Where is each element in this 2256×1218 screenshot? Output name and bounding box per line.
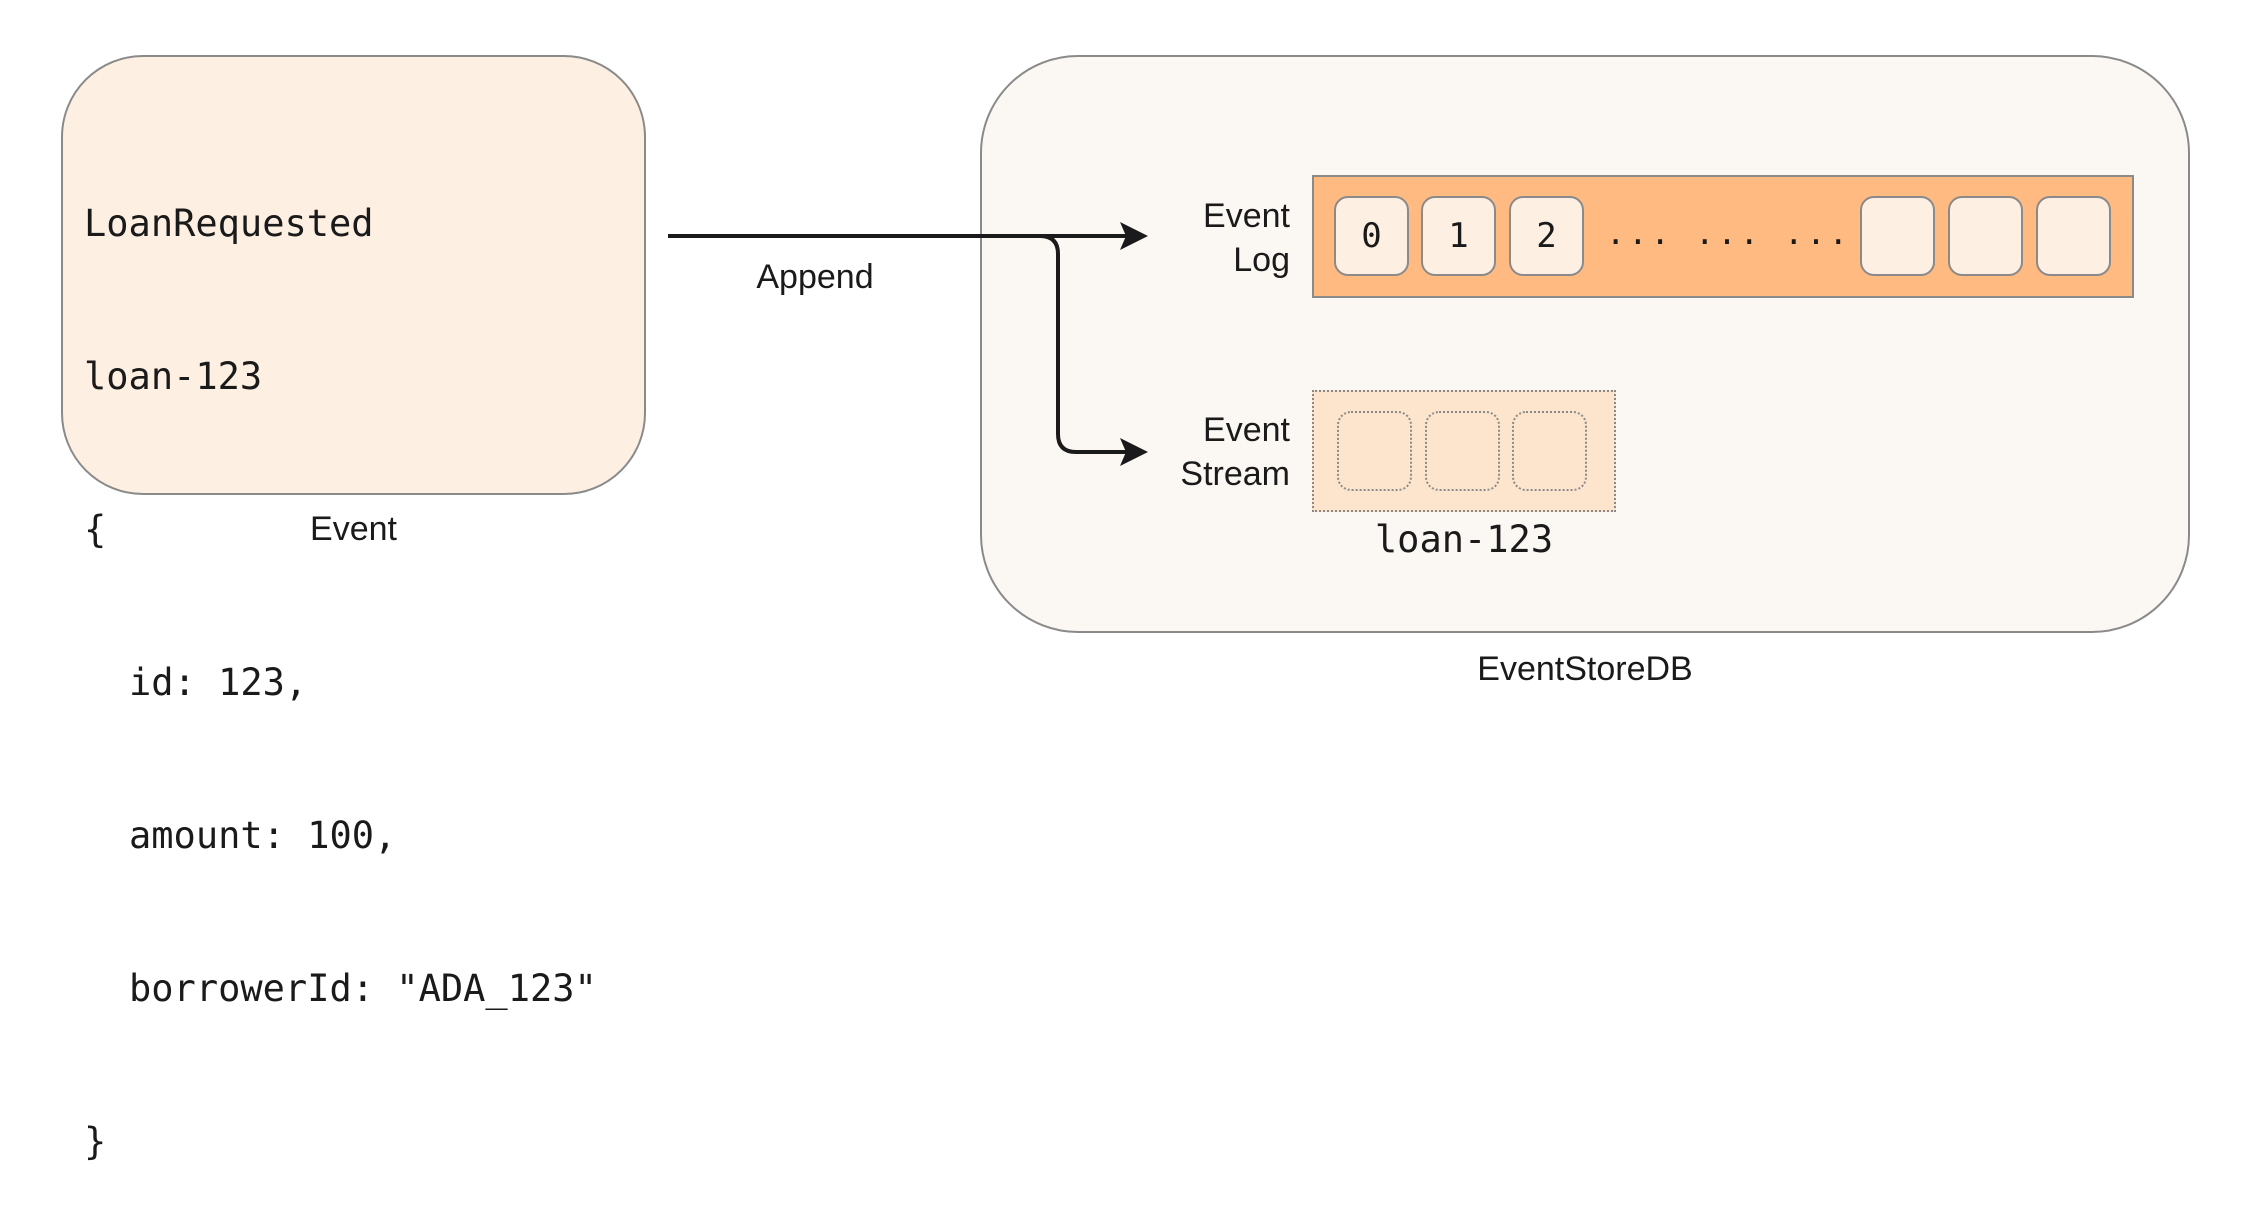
append-label: Append — [756, 258, 874, 296]
event-log-label-line2: Log — [1233, 241, 1290, 279]
event-field-amount: amount: 100, — [129, 814, 397, 857]
event-field-id: id: 123, — [129, 661, 308, 704]
event-open-brace: { — [84, 508, 107, 551]
log-cell: 2 — [1509, 196, 1584, 276]
event-stream-label-line2: Stream — [1180, 455, 1290, 493]
event-card — [61, 55, 646, 495]
eventstore-container — [980, 55, 2190, 633]
eventstore-caption: EventStoreDB — [1477, 650, 1693, 688]
log-cell: 0 — [1334, 196, 1409, 276]
log-ellipsis: ... ... ... — [1606, 214, 1851, 252]
event-stream-name: loan-123 — [1374, 518, 1554, 561]
arrowhead-log-icon — [1120, 222, 1148, 250]
arrowhead-stream-icon — [1120, 438, 1148, 466]
stream-cell — [1337, 411, 1412, 491]
log-cell — [1948, 196, 2023, 276]
append-arrow-to-stream — [1039, 234, 1140, 454]
event-field-borrower: borrowerId: "ADA_123" — [129, 967, 597, 1010]
event-stream-label-line1: Event — [1203, 411, 1290, 449]
log-cell — [1860, 196, 1935, 276]
stream-cell — [1512, 411, 1587, 491]
event-type-line: LoanRequested — [84, 202, 374, 245]
event-log-label: Event Log — [1140, 194, 1290, 282]
event-stream-line: loan-123 — [84, 355, 263, 398]
event-close-brace: } — [84, 1120, 107, 1163]
event-stream-label: Event Stream — [1140, 408, 1290, 496]
log-cell: 1 — [1421, 196, 1496, 276]
stream-cell — [1425, 411, 1500, 491]
log-cell — [2036, 196, 2111, 276]
append-arrows — [668, 222, 1148, 466]
event-log-label-line1: Event — [1203, 197, 1290, 235]
event-caption: Event — [310, 510, 397, 548]
